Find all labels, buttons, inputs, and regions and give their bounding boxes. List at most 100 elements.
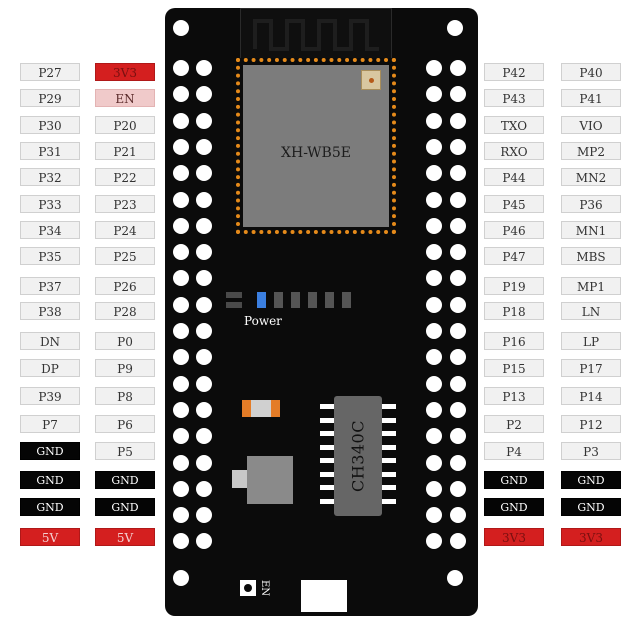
header-hole (196, 481, 212, 497)
header-hole (426, 165, 442, 181)
pin-label: MBS (561, 247, 621, 265)
pin-label: 5V (95, 528, 155, 546)
header-hole (426, 192, 442, 208)
chip-pin (320, 499, 334, 504)
led-icon (342, 292, 351, 308)
capacitor-icon (242, 400, 280, 417)
led-icon (291, 292, 300, 308)
header-hole (173, 349, 189, 365)
header-hole (173, 60, 189, 76)
pin-label: RXO (484, 142, 544, 160)
header-hole (173, 270, 189, 286)
header-hole (450, 323, 466, 339)
en-button-icon (240, 580, 256, 596)
pin-label: P18 (484, 302, 544, 320)
chip-pin (320, 458, 334, 463)
pin-label: P44 (484, 168, 544, 186)
chip-pin (320, 472, 334, 477)
en-button-label: EN (259, 580, 270, 597)
pin-label: MP1 (561, 277, 621, 295)
header-hole (173, 218, 189, 234)
pin-label: GND (561, 471, 621, 489)
header-hole (196, 297, 212, 313)
pin-label: P5 (95, 442, 155, 460)
header-hole (196, 244, 212, 260)
header-hole (426, 507, 442, 523)
header-hole (426, 60, 442, 76)
pin-label: P31 (20, 142, 80, 160)
header-hole (196, 533, 212, 549)
header-hole (196, 402, 212, 418)
header-hole (196, 113, 212, 129)
pin-label: MP2 (561, 142, 621, 160)
chip-pin (320, 431, 334, 436)
chip-pin (320, 445, 334, 450)
pin-label: P14 (561, 387, 621, 405)
header-hole (426, 86, 442, 102)
pin-label: LP (561, 332, 621, 350)
pin-label: P9 (95, 359, 155, 377)
pin-label: DN (20, 332, 80, 350)
pin-label: GND (561, 498, 621, 516)
module-shield: XH-WB5E (243, 65, 389, 227)
chip-pin (320, 404, 334, 409)
led-icon (274, 292, 283, 308)
pin-label: P46 (484, 221, 544, 239)
pin-label: P13 (484, 387, 544, 405)
pin-label: P33 (20, 195, 80, 213)
pin-label: P17 (561, 359, 621, 377)
header-hole (426, 455, 442, 471)
pin-label: GND (484, 498, 544, 516)
led-icon (308, 292, 317, 308)
header-hole (450, 139, 466, 155)
pin-label: P20 (95, 116, 155, 134)
chip-label: CH340C (348, 420, 368, 492)
header-hole (450, 402, 466, 418)
header-hole (196, 192, 212, 208)
mounting-hole (173, 20, 189, 36)
chip-pin (382, 485, 396, 490)
pin-label: P4 (484, 442, 544, 460)
header-hole (173, 428, 189, 444)
pin-label: TXO (484, 116, 544, 134)
header-hole (450, 481, 466, 497)
pin-label: GND (95, 471, 155, 489)
header-hole (450, 165, 466, 181)
pin-label: DP (20, 359, 80, 377)
mounting-hole (447, 570, 463, 586)
pin-label: P22 (95, 168, 155, 186)
pin-label: P45 (484, 195, 544, 213)
pin-label: 3V3 (95, 63, 155, 81)
pin-label: P47 (484, 247, 544, 265)
header-hole (450, 428, 466, 444)
header-hole (450, 376, 466, 392)
chip-pin (320, 418, 334, 423)
pin-label: P32 (20, 168, 80, 186)
header-hole (450, 507, 466, 523)
pin-label: GND (20, 471, 80, 489)
header-hole (426, 376, 442, 392)
header-hole (450, 86, 466, 102)
header-hole (173, 244, 189, 260)
header-hole (196, 507, 212, 523)
wifi-antenna-icon (240, 8, 392, 62)
module-marker-icon (361, 70, 381, 90)
header-hole (426, 297, 442, 313)
pin-label: P40 (561, 63, 621, 81)
header-hole (426, 270, 442, 286)
header-hole (450, 349, 466, 365)
header-hole (196, 428, 212, 444)
header-hole (426, 481, 442, 497)
pin-label: P2 (484, 415, 544, 433)
pin-label: P27 (20, 63, 80, 81)
header-hole (173, 165, 189, 181)
chip-pin (382, 404, 396, 409)
pin-label: MN1 (561, 221, 621, 239)
pin-label: P25 (95, 247, 155, 265)
header-hole (196, 376, 212, 392)
pin-label: 5V (20, 528, 80, 546)
pin-label: P43 (484, 89, 544, 107)
usb-serial-chip: CH340C (334, 396, 382, 516)
header-hole (173, 402, 189, 418)
pin-label: GND (20, 442, 80, 460)
